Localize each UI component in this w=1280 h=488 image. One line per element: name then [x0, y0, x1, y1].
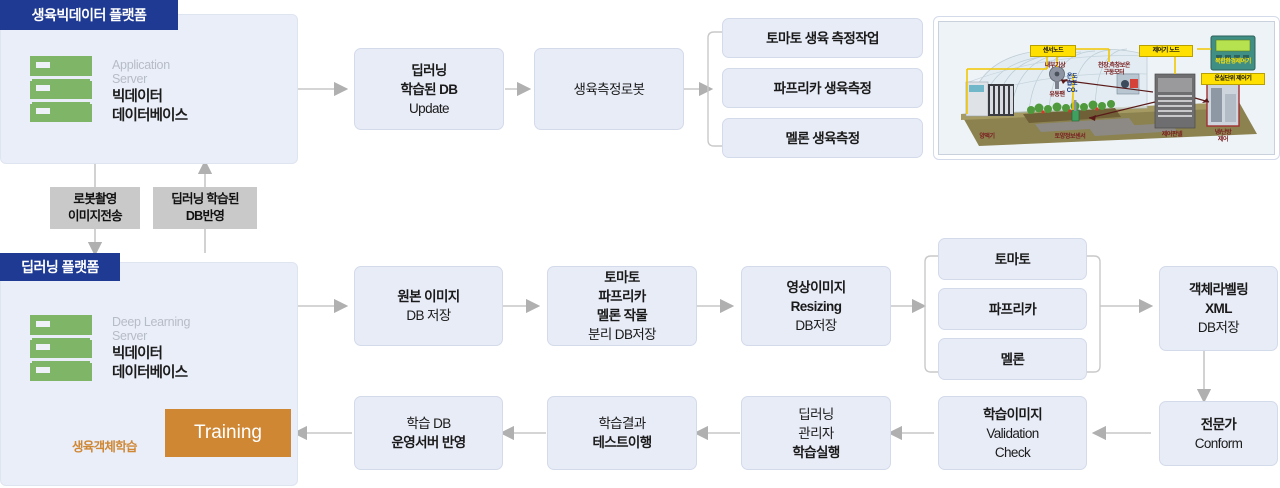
deep-learning-server-sublabel: Deep Learning Server: [112, 315, 191, 343]
greenhouse-label-temp-humid-co2: 온도 습도 CO₂: [1066, 74, 1078, 94]
box-text: 학습 DB 운영서버 반영: [391, 416, 466, 450]
box-text: 전문가 Conform: [1194, 416, 1243, 451]
greenhouse-label-ceiling-motor: 천장,측창보온 구동모터: [1098, 63, 1130, 76]
box-validation-check[interactable]: 학습이미지 Validation Check: [938, 396, 1087, 470]
box-text: 딥러닝 관리자 학습실행: [792, 406, 840, 460]
application-server-icon: [28, 56, 94, 122]
box-crop-split-db[interactable]: 토마토 파프리카 멜론 작물 분리 DB저장: [547, 266, 697, 346]
greenhouse-diagram: 센서노드 제어기 노드 온실단위 제어기 내부기상 온도 습도 CO₂ 천장,측…: [933, 16, 1280, 160]
box-apply-ops-server[interactable]: 학습 DB 운영서버 반영: [354, 396, 503, 470]
greenhouse-label-soil-sensor: 토양정보센서: [1054, 134, 1086, 140]
box-text: 파프리카: [988, 301, 1037, 317]
box-growth-robot[interactable]: 생육측정로봇: [534, 48, 684, 130]
box-tomato-measure[interactable]: 토마토 생육 측정작업: [722, 18, 923, 58]
box-training-run[interactable]: 딥러닝 관리자 학습실행: [741, 396, 891, 470]
box-image-resizing-db[interactable]: 영상이미지 Resizing DB저장: [741, 266, 891, 346]
training-caption: 생육객체학습: [72, 440, 138, 454]
box-object-labeling-xml[interactable]: 객체라벨링 XML DB저장: [1159, 266, 1278, 351]
link-label-db-reflect: 딥러닝 학습된 DB반영: [153, 187, 257, 229]
application-server-sublabel: Application Server: [112, 58, 170, 86]
application-server-label: 빅데이터 데이터베이스: [112, 89, 188, 124]
box-text: 토마토: [994, 251, 1031, 267]
box-original-image-db[interactable]: 원본 이미지 DB 저장: [354, 266, 503, 346]
box-text: 객체라벨링 XML DB저장: [1188, 282, 1249, 335]
box-text: 토마토 파프리카 멜론 작물 분리 DB저장: [588, 270, 657, 342]
greenhouse-label-internal-weather: 내부기상: [1044, 63, 1066, 69]
box-text: 학습결과 테스트이행: [592, 416, 652, 450]
deep-learning-server-icon: [28, 315, 94, 381]
box-text: 영상이미지 Resizing DB저장: [786, 279, 846, 333]
box-text: 멜론 생육측정: [785, 130, 860, 146]
box-melon[interactable]: 멜론: [938, 338, 1087, 380]
greenhouse-label-circulation-fan: 유동팬: [1049, 92, 1065, 98]
greenhouse-svg: [961, 35, 1257, 146]
greenhouse-tag-controller-node: 제어기 노드: [1139, 45, 1193, 57]
box-melon-measure[interactable]: 멜론 생육측정: [722, 118, 923, 158]
box-text: 학습이미지 Validation Check: [982, 406, 1043, 460]
box-dl-db-update[interactable]: 딥러닝 학습된 DB Update: [354, 48, 504, 130]
box-expert-conform[interactable]: 전문가 Conform: [1159, 401, 1278, 466]
box-tomato[interactable]: 토마토: [938, 238, 1087, 280]
greenhouse-tag-unit-controller: 온실단위 제어기: [1201, 73, 1265, 85]
training-box[interactable]: Training: [165, 409, 291, 457]
box-text: 원본 이미지 DB 저장: [397, 289, 460, 323]
box-test-result[interactable]: 학습결과 테스트이행: [547, 396, 697, 470]
greenhouse-label-hvac-control: 냉/난방 제어: [1214, 130, 1232, 143]
greenhouse-label-nutrient-unit: 양액기: [979, 134, 995, 140]
box-paprika-measure[interactable]: 파프리카 생육측정: [722, 68, 923, 108]
deep-learning-server-label: 빅데이터 데이터베이스: [112, 346, 188, 381]
box-paprika[interactable]: 파프리카: [938, 288, 1087, 330]
greenhouse-label-control-panel: 제어판넬: [1161, 132, 1183, 138]
link-label-robot-capture: 로봇촬영 이미지전송: [50, 187, 140, 229]
greenhouse-canvas: 센서노드 제어기 노드 온실단위 제어기 내부기상 온도 습도 CO₂ 천장,측…: [938, 21, 1275, 155]
box-text: 생육측정로봇: [573, 81, 646, 97]
panel-title-deeplearning-platform: 딥러닝 플랫폼: [0, 253, 120, 281]
greenhouse-tag-sensor-node: 센서노드: [1030, 45, 1076, 57]
box-text: 파프리카 생육측정: [773, 80, 872, 96]
box-text: 멜론: [1000, 351, 1025, 367]
greenhouse-label-device: 복합환경제어기: [1215, 59, 1251, 65]
panel-title-growth-bigdata-platform: 생육빅데이터 플랫폼: [0, 0, 178, 30]
box-text: 토마토 생육 측정작업: [766, 30, 879, 46]
box-text: 딥러닝 학습된 DB Update: [400, 62, 459, 116]
